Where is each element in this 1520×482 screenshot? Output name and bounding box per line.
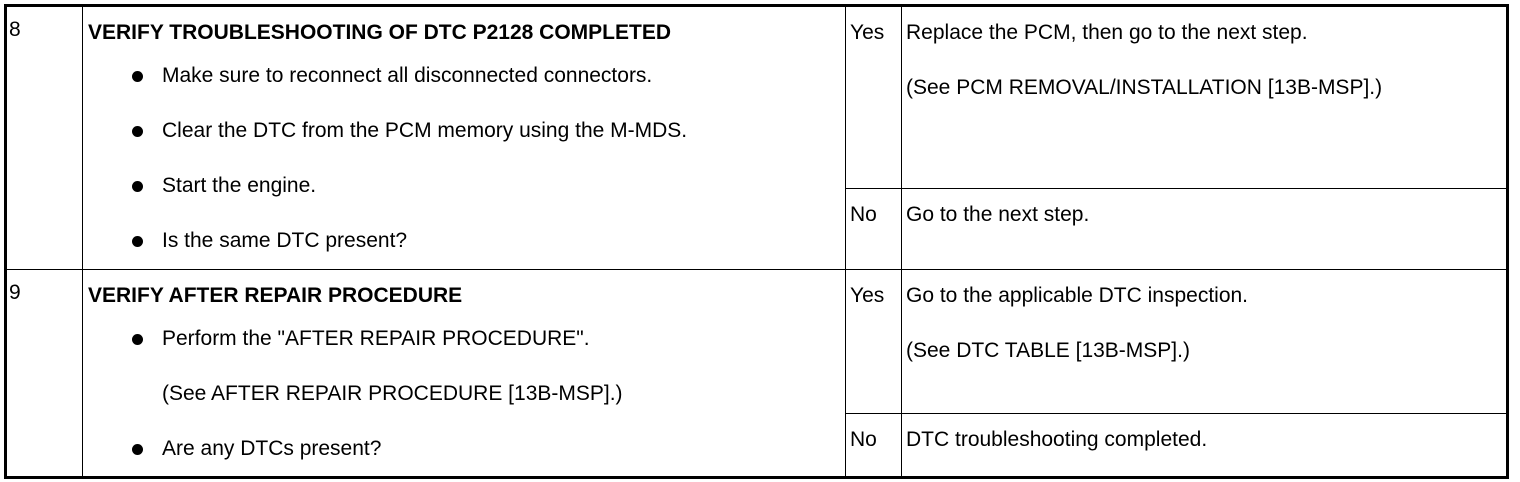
no-cell: No: [845, 188, 902, 270]
no-cell: No: [845, 413, 902, 478]
bullet-item: Are any DTCs present?: [88, 421, 845, 476]
step-action-cell: VERIFY TROUBLESHOOTING OF DTC P2128 COMP…: [82, 5, 846, 270]
yes-cell: Yes: [845, 268, 902, 415]
yes-result-cell: Replace the PCM, then go to the next ste…: [901, 5, 1508, 189]
no-label: No: [850, 203, 877, 226]
bullet-item: Make sure to reconnect all disconnected …: [88, 48, 845, 103]
yes-cell: Yes: [845, 5, 902, 189]
bullet-item: Is the same DTC present?: [88, 213, 845, 268]
yes-label: Yes: [850, 284, 885, 307]
step-action-cell: VERIFY AFTER REPAIR PROCEDURE Perform th…: [82, 269, 846, 478]
step-8-row-yes: 8 VERIFY TROUBLESHOOTING OF DTC P2128 CO…: [5, 5, 1508, 270]
step-title: VERIFY TROUBLESHOOTING OF DTC P2128 COMP…: [88, 21, 672, 44]
no-result-cell: Go to the next step.: [901, 188, 1508, 270]
no-label: No: [850, 428, 877, 452]
step-9-row-no: No DTC troubleshooting completed.: [6, 413, 1508, 478]
yes-reference-link[interactable]: (See PCM REMOVAL/INSTALLATION [13B-MSP].…: [906, 76, 1383, 99]
yes-result-cell: Go to the applicable DTC inspection. (Se…: [901, 268, 1508, 415]
step-number: 9: [5, 269, 83, 478]
bullet-item: Perform the "AFTER REPAIR PROCEDURE".: [88, 311, 845, 366]
yes-action-text: Go to the applicable DTC inspection.: [906, 284, 1249, 307]
bullet-item: Clear the DTC from the PCM memory using …: [88, 103, 845, 158]
step-8-row-no: No Go to the next step.: [6, 188, 1508, 270]
step-9-row-yes: 9 VERIFY AFTER REPAIR PROCEDURE Perform …: [5, 268, 1508, 478]
bullet-item-reference[interactable]: (See AFTER REPAIR PROCEDURE [13B-MSP].): [162, 382, 623, 405]
no-result-cell: DTC troubleshooting completed.: [901, 413, 1508, 478]
bullet-item: Start the engine.: [88, 158, 845, 213]
no-action-text: DTC troubleshooting completed.: [906, 428, 1208, 452]
yes-reference-link[interactable]: (See DTC TABLE [13B-MSP].): [906, 339, 1190, 362]
no-action-text: Go to the next step.: [906, 203, 1090, 226]
step-number: 8: [5, 5, 83, 270]
yes-label: Yes: [850, 21, 885, 44]
step-title: VERIFY AFTER REPAIR PROCEDURE: [88, 284, 463, 307]
diagnostic-procedure-table: 8 VERIFY TROUBLESHOOTING OF DTC P2128 CO…: [4, 4, 1509, 479]
yes-action-text: Replace the PCM, then go to the next ste…: [906, 21, 1308, 44]
